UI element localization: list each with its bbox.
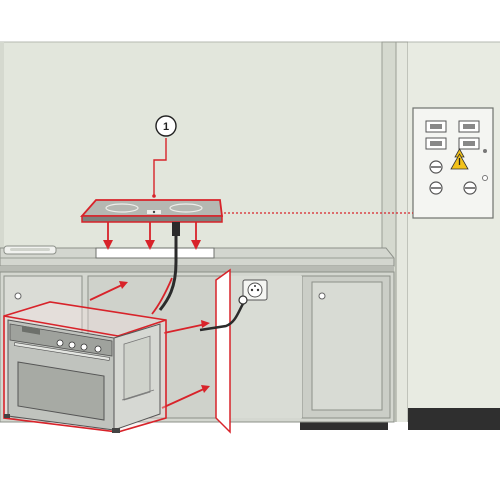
warning-icon — [450, 148, 469, 170]
floor-strip — [408, 408, 500, 430]
hob-cable — [158, 224, 178, 311]
open-cabinet-door — [215, 268, 231, 434]
hob — [80, 199, 224, 223]
plug-icon — [238, 295, 248, 305]
callout-marker: 1 — [155, 115, 177, 137]
install-arrows — [103, 222, 201, 250]
direction-arrows — [89, 277, 210, 409]
hob-cutout — [95, 247, 215, 259]
hob-cable-stub — [172, 222, 180, 236]
side-wall — [408, 42, 500, 452]
electrical-panel-icon — [412, 107, 494, 219]
callout-leader — [153, 138, 167, 196]
socket-icon — [242, 279, 268, 301]
socket-cable — [199, 301, 246, 332]
sink-edge — [3, 245, 57, 255]
oven — [3, 301, 167, 433]
top-margin — [0, 0, 500, 42]
callout-number: 1 — [163, 121, 169, 133]
